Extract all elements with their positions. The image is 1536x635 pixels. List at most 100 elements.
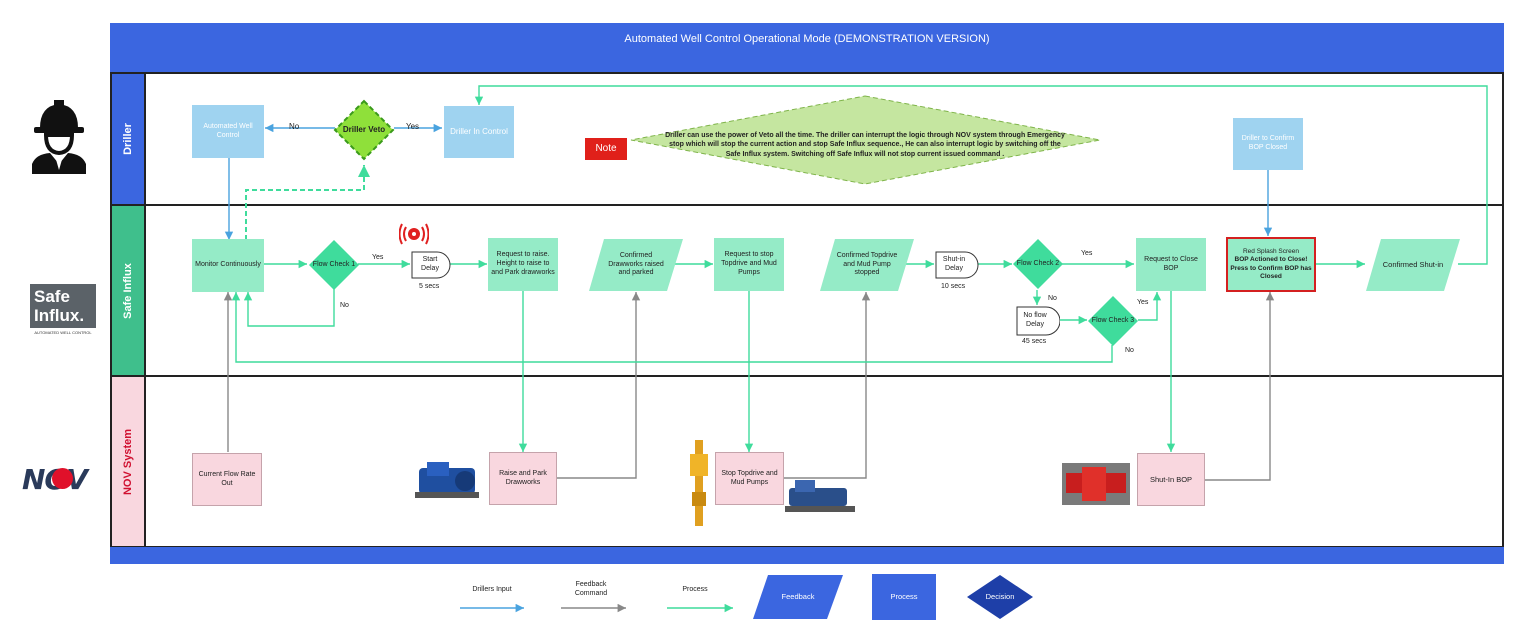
shutin-delay-label: Shut-in Delay (936, 253, 972, 277)
legend-process-box: Process (872, 574, 936, 620)
nov-lane-label: NOV System (112, 377, 146, 546)
red-splash-line1: Red Splash Screen (1242, 248, 1299, 256)
confirmed-topdrive-text: Confirmed Topdrive and Mud Pump stopped (836, 251, 898, 277)
flow-check-3-text: Flow Check 3 (1091, 316, 1135, 324)
request-close-text: Request to Close BOP (1144, 255, 1198, 272)
note-text-content: Driller can use the power of Veto all th… (665, 132, 1065, 158)
fc2-no-label: No (1048, 295, 1057, 302)
drawworks-image (415, 462, 479, 498)
confirmed-shutin-label: Confirmed Shut-in (1372, 240, 1454, 290)
request-close-node: Request to Close BOP (1136, 238, 1206, 291)
nov-lane: NOV System (110, 375, 1504, 548)
flow-check-1-diamond (309, 240, 359, 290)
request-raise-text: Request to raise. Height to raise to and… (491, 251, 555, 276)
confirmed-drawworks-text: Confirmed Drawworks raised and parked (608, 251, 664, 277)
veto-no-label: No (289, 122, 300, 131)
legend-feedback-label: Feedback (760, 576, 836, 618)
legend-feedback-command-text: Feedback Command (574, 581, 608, 597)
request-stop-text: Request to stop Topdrive and Mud Pumps (721, 251, 777, 276)
note-badge: Note (585, 138, 627, 160)
legend-drillers-input-text: Drillers Input (472, 585, 512, 593)
fc2-yes-label: Yes (1081, 250, 1093, 257)
veto-yes-label: Yes (406, 122, 420, 131)
footer-bar (110, 547, 1504, 564)
driller-confirm-text: Driller to Confirm BOP Closed (1241, 135, 1295, 151)
legend-decision-text: Decision (985, 592, 1015, 602)
topdrive-image (690, 440, 708, 526)
legend-feedback-command-label: Feedback Command (566, 578, 616, 602)
confirmed-drawworks-label: Confirmed Drawworks raised and parked (600, 240, 672, 290)
confirmed-topdrive-label: Confirmed Topdrive and Mud Pump stopped (831, 240, 903, 290)
legend-feedback-shape (753, 575, 843, 619)
request-stop-node: Request to stop Topdrive and Mud Pumps (714, 238, 784, 291)
start-delay-shape (411, 251, 451, 279)
shutin-delay-text: Shut-in Delay (942, 256, 966, 272)
legend-process-arrow-text: Process (682, 585, 708, 593)
nov-logo: NOV (22, 463, 102, 496)
confirmed-drawworks-shape (589, 239, 683, 291)
flow-check-1-label: Flow Check 1 (310, 250, 358, 280)
safe-logo-tagline: AUTOMATED WELL CONTROL (34, 330, 92, 335)
no-flow-delay-shape (1016, 306, 1060, 336)
monitor-node: Monitor Continuously (192, 239, 264, 292)
current-flow-node: Current Flow Rate Out (192, 453, 262, 506)
driller-in-control-node: Driller In Control (444, 106, 514, 158)
confirmed-shutin-text: Confirmed Shut-in (1382, 260, 1444, 270)
fc3-yes-label: Yes (1137, 299, 1149, 306)
note-diamond (630, 95, 1101, 185)
mud-pump-image (785, 480, 855, 512)
start-delay-text: Start Delay (421, 256, 439, 272)
automated-well-control-text: Automated Well Control (203, 122, 253, 139)
driller-confirm-node: Driller to Confirm BOP Closed (1233, 118, 1303, 170)
diagram-title: Automated Well Control Operational Mode … (110, 23, 1504, 55)
driller-in-control-text: Driller In Control (450, 127, 508, 136)
note-text: Driller can use the power of Veto all th… (660, 122, 1070, 168)
legend-process-text: Process (890, 592, 918, 602)
bop-image (1062, 463, 1130, 505)
flow-check-1-text: Flow Check 1 (312, 260, 356, 268)
driller-veto-text: Driller Veto (342, 125, 386, 134)
alarm-icon (399, 223, 429, 245)
shutin-delay-time: 10 secs (941, 283, 966, 290)
no-flow-delay-label: No flow Delay (1016, 308, 1054, 334)
legend-process-arrow-label: Process (673, 580, 717, 600)
no-flow-delay-text: No flow Delay (1023, 312, 1047, 328)
start-delay-label: Start Delay (413, 253, 447, 277)
diagram-title-text: Automated Well Control Operational Mode … (624, 33, 990, 45)
safe-logo-line1: Safe (34, 287, 70, 306)
driller-veto-diamond (333, 99, 395, 161)
flow-check-2-text: Flow Check 2 (1016, 259, 1060, 267)
raise-park-node: Raise and Park Drawworks (489, 452, 557, 505)
fc1-yes-label: Yes (372, 254, 384, 261)
driller-veto-label: Driller Veto (333, 99, 395, 161)
flow-check-2-diamond (1013, 239, 1063, 289)
shutin-bop-node: Shut-In BOP (1137, 453, 1205, 506)
legend-feedback-text: Feedback (781, 592, 815, 602)
monitor-text: Monitor Continuously (195, 261, 261, 269)
driller-hardhat-icon (32, 100, 86, 174)
no-flow-delay-time: 45 secs (1022, 338, 1047, 345)
automated-well-control-node: Automated Well Control (192, 105, 264, 158)
header-spacer-bar (110, 55, 1504, 73)
safe-logo-line2: Influx. (34, 306, 85, 325)
stop-topdrive-node: Stop Topdrive and Mud Pumps (715, 452, 784, 505)
red-splash-line2: BOP Actioned to Close! Press to Confirm … (1230, 256, 1312, 280)
current-flow-text: Current Flow Rate Out (198, 470, 256, 487)
fc3-no-label: No (1125, 347, 1134, 354)
shutin-bop-text: Shut-In BOP (1149, 474, 1193, 484)
shutin-delay-shape (935, 251, 979, 279)
flow-check-2-label: Flow Check 2 (1014, 249, 1062, 279)
start-delay-time: 5 secs (419, 283, 440, 290)
stop-topdrive-text: Stop Topdrive and Mud Pumps (721, 469, 778, 486)
red-splash-node: Red Splash Screen BOP Actioned to Close!… (1226, 237, 1316, 292)
legend-drillers-input-label: Drillers Input (470, 578, 514, 602)
legend-decision-shape (967, 575, 1033, 619)
fc1-no-label: No (340, 302, 349, 309)
driller-lane-label: Driller (112, 74, 146, 204)
note-badge-text: Note (595, 142, 617, 154)
legend-decision-label: Decision (966, 574, 1034, 620)
safe-influx-lane-label: Safe Influx (112, 206, 146, 375)
flow-check-3-label: Flow Check 3 (1089, 306, 1137, 336)
request-raise-node: Request to raise. Height to raise to and… (488, 238, 558, 291)
